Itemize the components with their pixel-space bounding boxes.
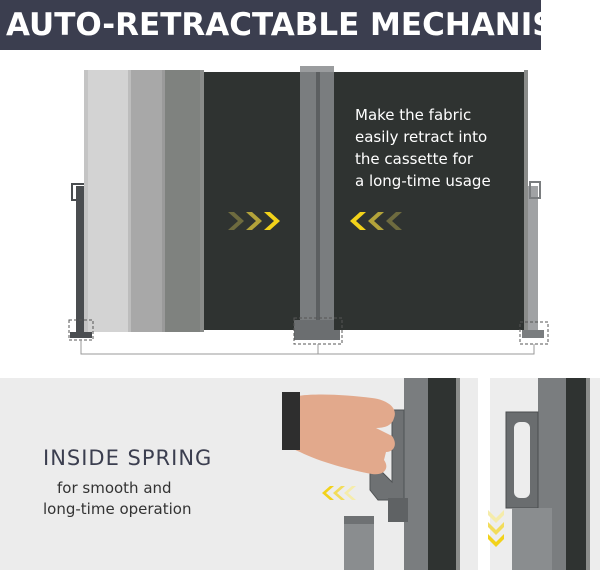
fabric-note-line: easily retract into [355, 128, 488, 146]
banner-title: AUTO-RETRACTABLE MECHANISM [6, 7, 586, 43]
chevron-right-icon [228, 212, 280, 230]
hand [282, 394, 395, 475]
closeup-latch [512, 508, 552, 570]
chevron-left-icon [322, 486, 356, 500]
sleeve [282, 392, 300, 450]
handle-detail-illustration [282, 378, 600, 570]
fabric-note-line: the cassette for [355, 150, 474, 168]
cassette-base [294, 320, 340, 340]
right-post-handle [529, 181, 541, 199]
handle-fabric [428, 378, 458, 570]
retractable-awning-illustration [68, 66, 549, 355]
handle-post [404, 378, 428, 570]
pull-handle [369, 409, 405, 501]
fabric-layer-ghost-1 [84, 70, 128, 332]
left-post [76, 186, 84, 338]
right-post [528, 186, 538, 336]
spring-description: for smooth and long-time operation [43, 478, 243, 520]
chevron-left-icon [350, 212, 402, 230]
right-post-foot [522, 330, 544, 338]
handle-latch [388, 498, 408, 522]
fabric-left [202, 72, 302, 330]
spring-line: long-time operation [43, 500, 192, 518]
chevron-down-icon [488, 510, 504, 547]
fabric-retract-note: Make the fabric easily retract into the … [355, 104, 515, 192]
fabric-note-line: Make the fabric [355, 106, 472, 124]
fabric-note-line: a long-time usage [355, 172, 491, 190]
left-post-foot [70, 332, 92, 338]
fabric-right [334, 72, 526, 330]
spring-title: INSIDE SPRING [43, 446, 213, 470]
spring-line: for smooth and [57, 479, 172, 497]
fabric-layer-ghost-3 [162, 70, 202, 332]
receiver-post [344, 516, 374, 570]
fabric-layer-ghost-2 [128, 70, 162, 332]
title-banner: AUTO-RETRACTABLE MECHANISM [0, 0, 585, 50]
